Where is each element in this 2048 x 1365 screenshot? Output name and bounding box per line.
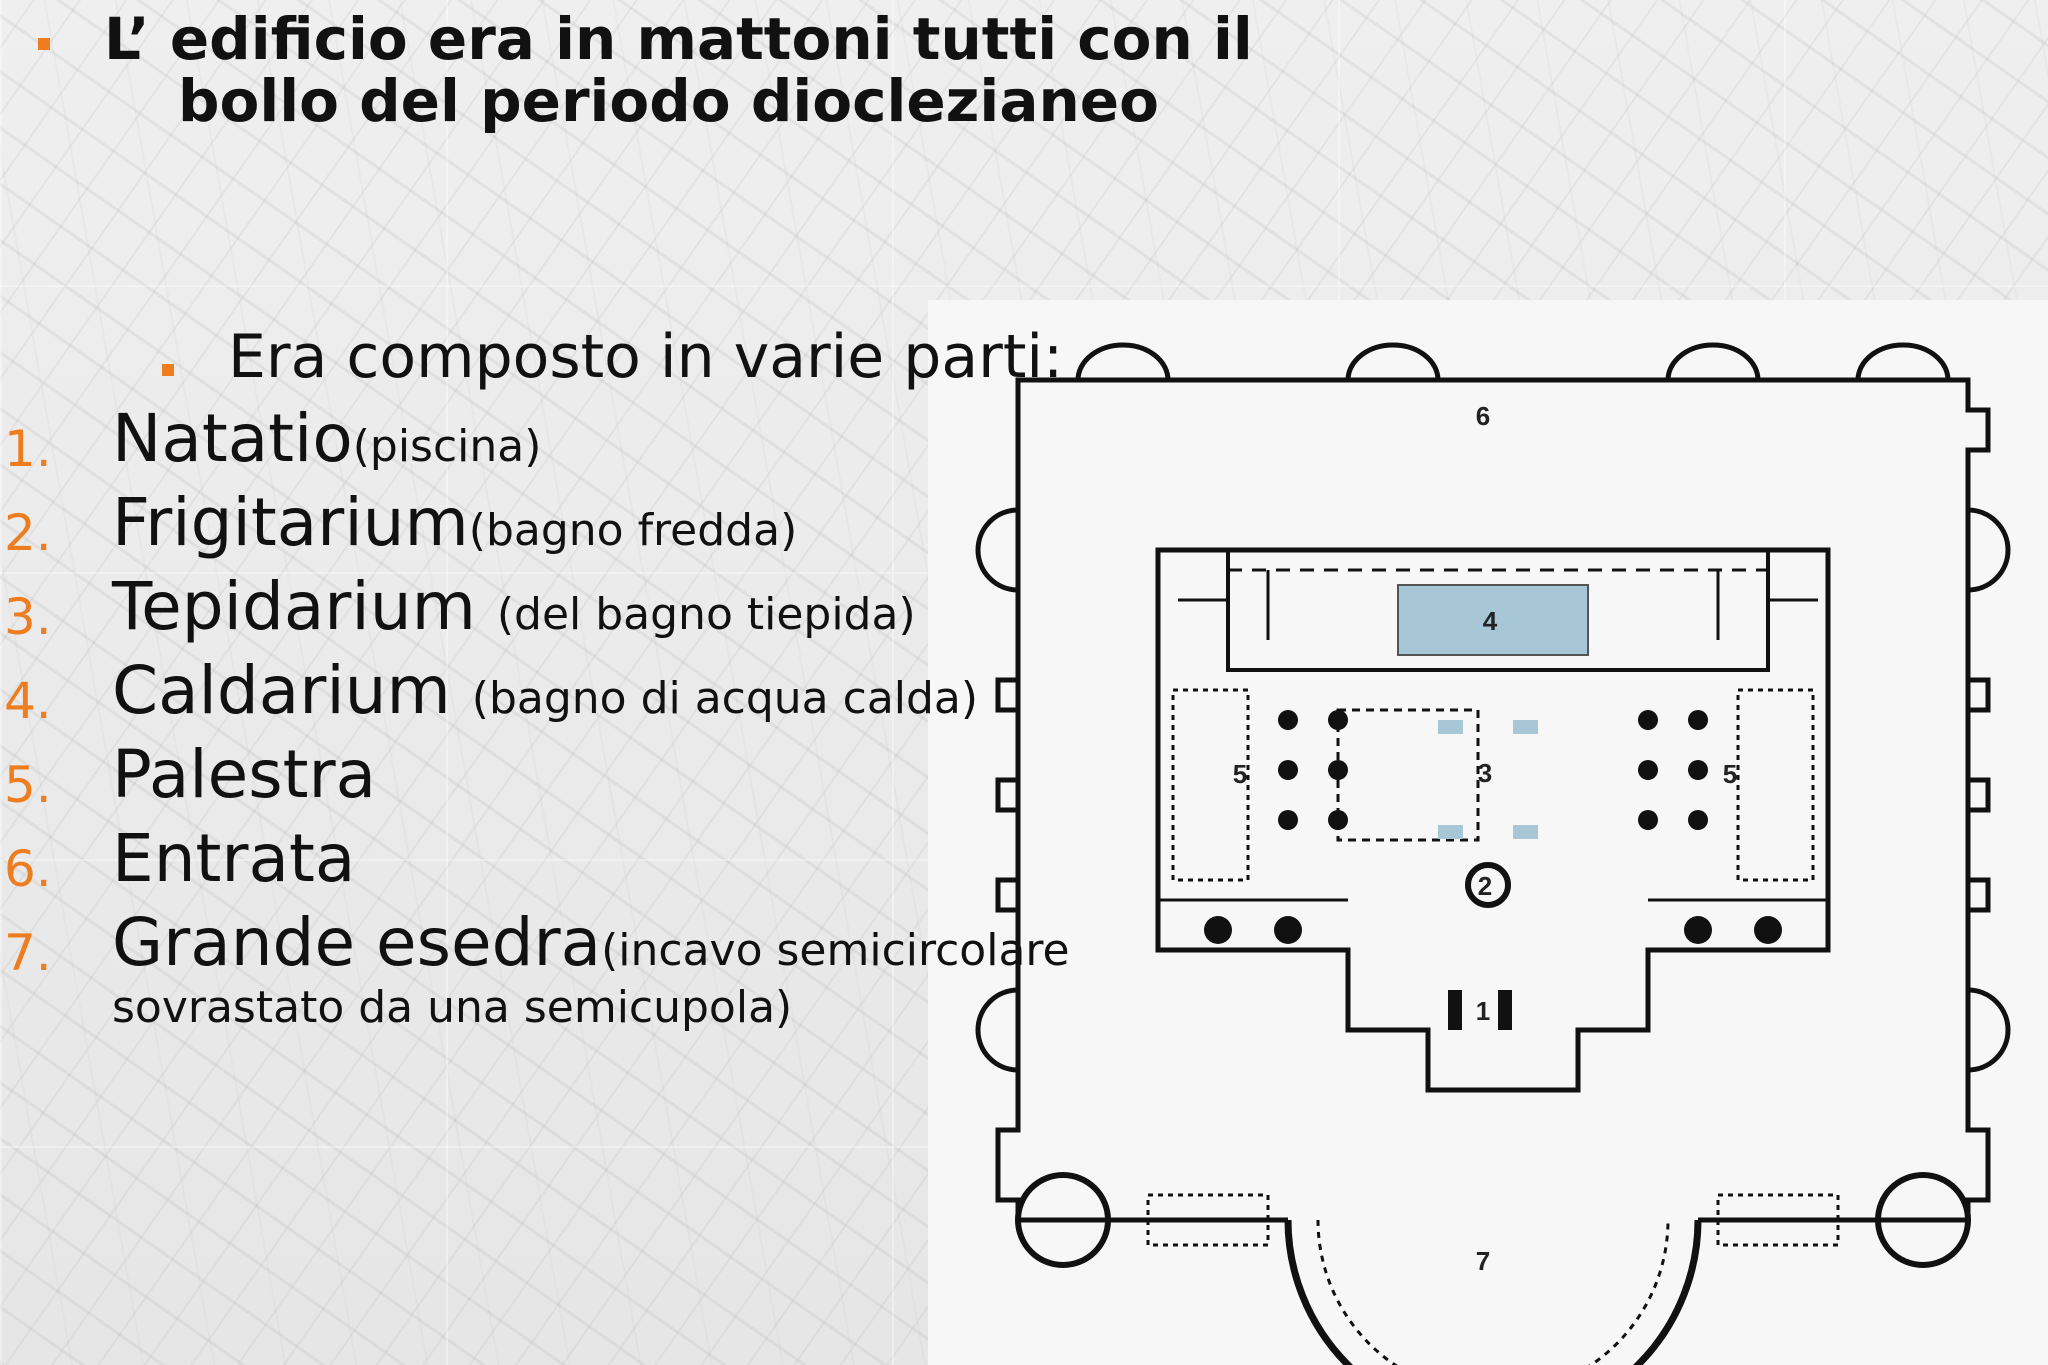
title-line-1: L’ edificio era in mattoni tutti con il	[104, 5, 1253, 73]
item-number: 5.	[4, 756, 52, 814]
plan-label-1: 1	[1476, 996, 1490, 1026]
item-text: Natatio(piscina)	[112, 400, 542, 477]
item-number: 2.	[4, 504, 52, 562]
title-bullet	[38, 38, 50, 50]
item-text: Entrata	[112, 820, 356, 897]
plan-label-3: 3	[1478, 758, 1492, 788]
item-number: 6.	[4, 840, 52, 898]
plan-label-7: 7	[1476, 1246, 1490, 1276]
floor-plan: 1 2 3 4 5 5 6 7	[928, 300, 2048, 1365]
item-number: 7.	[4, 924, 52, 982]
plan-label-6: 6	[1476, 401, 1490, 431]
plan-label-2: 2	[1478, 871, 1492, 901]
item-text: Frigitarium(bagno fredda)	[112, 484, 798, 561]
item-text: Palestra	[112, 736, 377, 813]
plan-label-5-right: 5	[1723, 759, 1737, 789]
item-continuation: sovrastato da una semicupola)	[112, 982, 793, 1033]
plan-label-5-left: 5	[1233, 759, 1247, 789]
item-number: 3.	[4, 588, 52, 646]
item-text: Tepidarium (del bagno tiepida)	[112, 568, 916, 645]
subtitle-text: Era composto in varie parti:	[228, 322, 1064, 392]
subtitle-bullet	[162, 364, 174, 376]
title-line-2: bollo del periodo dioclezianeo	[178, 67, 1159, 135]
floor-plan-drawing: 1 2 3 4 5 5 6 7	[975, 342, 2011, 1365]
item-number: 4.	[4, 672, 52, 730]
item-text: Grande esedra(incavo semicircolare	[112, 904, 1070, 981]
plan-label-4: 4	[1483, 606, 1498, 636]
item-text: Caldarium (bagno di acqua calda)	[112, 652, 979, 729]
item-number: 1.	[4, 420, 52, 478]
